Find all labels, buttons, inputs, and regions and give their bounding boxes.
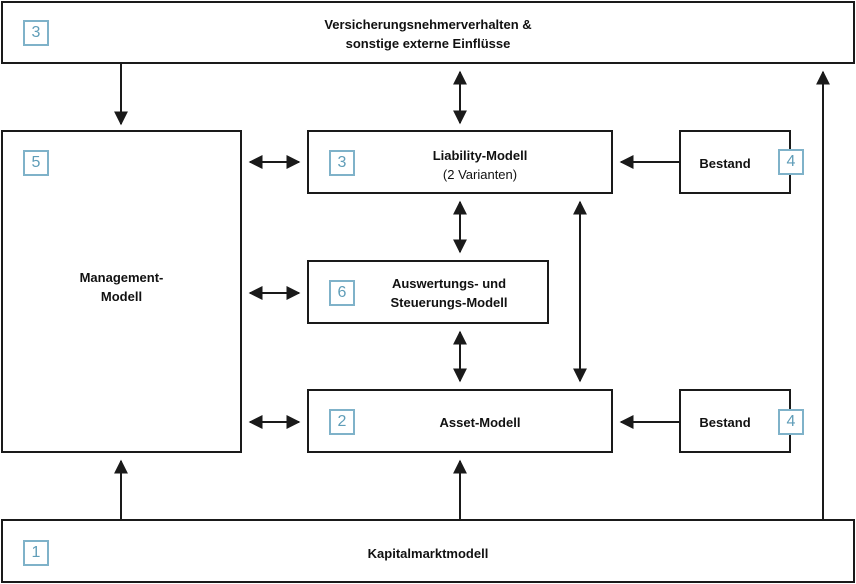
evaluation-control-model-label: Auswertungs- und Steuerungs-Modell — [357, 274, 541, 312]
external-influences-box: 3 Versicherungsnehmerverhalten & sonstig… — [1, 1, 855, 64]
label-line-1: Versicherungsnehmerverhalten & — [324, 17, 532, 32]
box-number-badge: 5 — [23, 150, 49, 176]
management-model-box: 5 Management- Modell — [1, 130, 242, 453]
evaluation-control-model-box: 6 Auswertungs- und Steuerungs-Modell — [307, 260, 549, 324]
portfolio-box-bottom: Bestand — [679, 389, 791, 453]
capital-market-model-box: 1 Kapitalmarktmodell — [1, 519, 855, 583]
label-line-1: Management- — [79, 270, 164, 285]
asset-model-label: Asset-Modell — [369, 413, 591, 432]
liability-subtitle: (2 Varianten) — [442, 167, 518, 182]
box-number-badge: 4 — [778, 149, 804, 175]
label-line-2: Modell — [100, 289, 143, 304]
liability-model-box: 3 Liability-Modell (2 Varianten) — [307, 130, 613, 194]
box-number-badge: 4 — [778, 409, 804, 435]
box-number-badge: 3 — [329, 150, 355, 176]
box-number-badge: 2 — [329, 409, 355, 435]
asset-title: Asset-Modell — [439, 415, 521, 430]
box-number-badge: 1 — [23, 540, 49, 566]
box-number-badge: 3 — [23, 20, 49, 46]
liability-title: Liability-Modell — [432, 148, 528, 163]
label-line-2: Steuerungs-Modell — [390, 295, 508, 310]
label-line-1: Auswertungs- und — [391, 276, 507, 291]
portfolio-label: Bestand — [699, 156, 751, 171]
portfolio-box-top: Bestand — [679, 130, 791, 194]
capital-market-model-label: Kapitalmarktmodell — [367, 546, 489, 561]
label-line-2: sonstige externe Einflüsse — [345, 36, 511, 51]
external-influences-label: Versicherungsnehmerverhalten & sonstige … — [3, 15, 853, 53]
box-number-badge: 6 — [329, 280, 355, 306]
management-model-label: Management- Modell — [3, 268, 240, 306]
asset-model-box: 2 Asset-Modell — [307, 389, 613, 453]
portfolio-label: Bestand — [699, 415, 751, 430]
liability-model-label: Liability-Modell (2 Varianten) — [369, 146, 591, 184]
